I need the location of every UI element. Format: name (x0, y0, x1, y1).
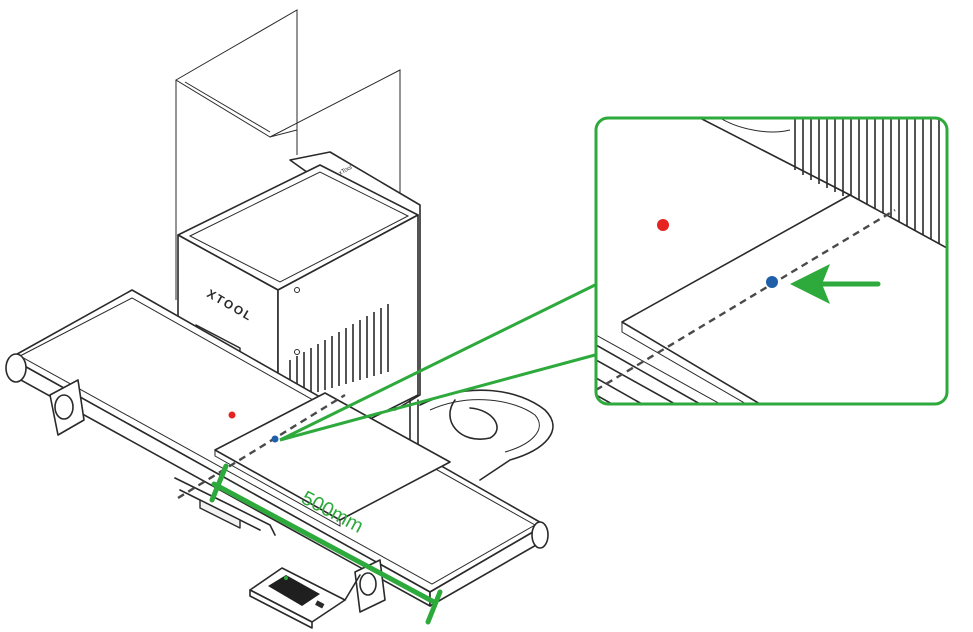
material-sheet (214, 392, 451, 527)
red-marker (228, 411, 236, 419)
blue-marker (271, 435, 279, 443)
red-marker-zoom (657, 219, 669, 231)
vent-grille (289, 304, 389, 400)
callout-line-upper (279, 283, 596, 442)
controller-button (315, 600, 325, 609)
alignment-line (177, 393, 346, 500)
zoom-vent-grille (794, 118, 940, 244)
blue-marker-zoom (766, 276, 778, 288)
green-arrow-icon (790, 264, 881, 304)
controller-led-icon (284, 576, 288, 580)
controller-device (249, 567, 361, 629)
controller-screen (268, 575, 320, 606)
status-led-icon (294, 287, 300, 293)
acrylic-shield (175, 9, 401, 300)
top-label-text: xTool (338, 165, 353, 177)
callout-line-lower (279, 353, 596, 442)
zoom-inset (594, 116, 949, 406)
power-indicator-icon (294, 349, 300, 355)
